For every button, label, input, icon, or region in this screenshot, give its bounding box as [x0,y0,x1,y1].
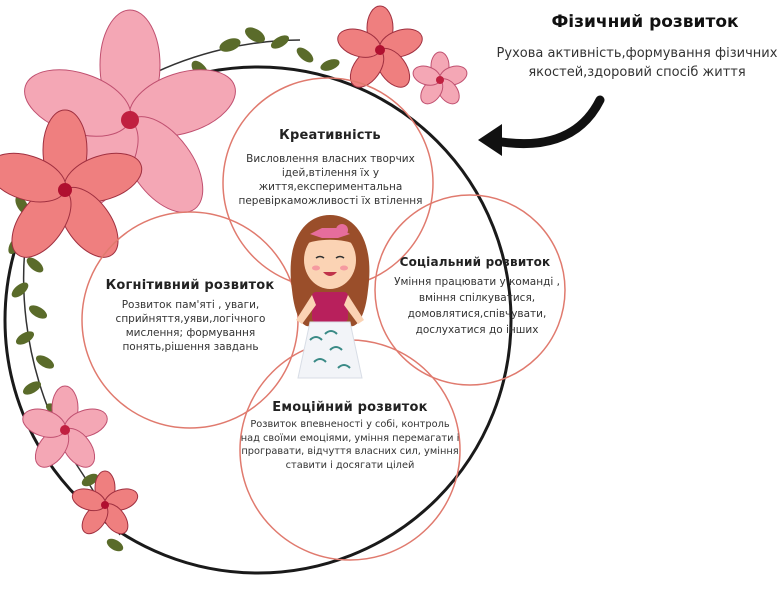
outer-circle [3,65,513,575]
creativity-title: Креативність [279,128,381,143]
physical-description: Рухова активність,формування фізичних як… [496,46,778,80]
emotional-title: Емоційний розвиток [272,400,428,415]
creativity-description: Висловлення власних творчих ідей,втіленн… [238,153,423,207]
cognitive-description: Розвиток пам'яті , уваги, сприйняття,уяв… [115,299,266,353]
flower-icon [71,470,139,535]
social-description: Уміння працювати у команді , вміння спіл… [394,276,560,336]
physical-title: Фізичний розвиток [551,12,739,32]
flower-icon [22,385,108,468]
flower-icon [412,51,468,105]
curved-arrow-icon [478,95,605,156]
social-circle [374,194,566,386]
flower-icon [0,109,143,258]
flower-icon [337,5,423,88]
cognitive-title: Когнітивний розвиток [105,278,275,293]
social-title: Соціальний розвиток [399,255,551,269]
girl-illustration-icon [290,215,370,379]
emotional-description: Розвиток впевненості у собі, контроль на… [240,419,460,471]
flower-icon [24,9,236,213]
